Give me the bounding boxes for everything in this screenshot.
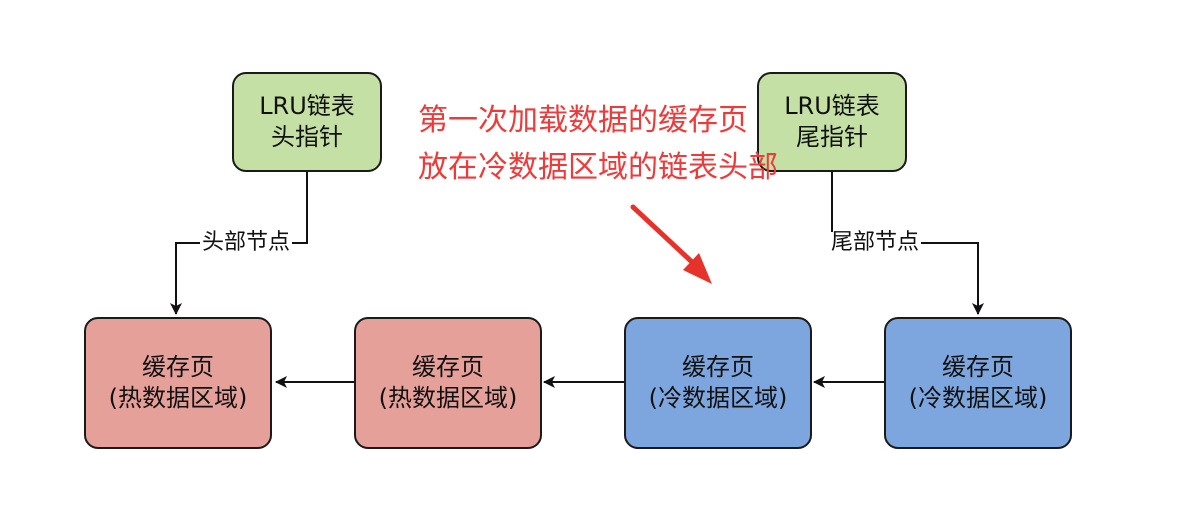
cache-page-title: 缓存页 [942,352,1014,381]
tail-pointer-label-line2: 尾指针 [796,123,868,151]
cache-page-region: (冷数据区域) [648,384,788,412]
tail-pointer-box: LRU链表 尾指针 [757,72,907,172]
tail-pointer-label-line1: LRU链表 [784,91,880,120]
cache-page-region: (热数据区域) [108,384,248,412]
head-pointer-label-line2: 头指针 [271,123,343,151]
cache-page-title: 缓存页 [412,352,484,381]
annotation-arrow-icon [630,204,712,284]
cache-page-title: 缓存页 [142,352,214,381]
annotation-text: 第一次加载数据的缓存页 放在冷数据区域的链表头部 [418,98,778,191]
tail-node-label: 尾部节点 [829,230,922,255]
head-node-label: 头部节点 [200,230,293,255]
cache-page-cold-2: 缓存页 (冷数据区域) [884,317,1072,449]
cache-page-hot-2: 缓存页 (热数据区域) [354,317,542,449]
cache-page-region: (冷数据区域) [908,384,1048,412]
cache-page-hot-1: 缓存页 (热数据区域) [84,317,272,449]
annotation-line2: 放在冷数据区域的链表头部 [418,149,778,185]
annotation-line1: 第一次加载数据的缓存页 [418,103,748,138]
cache-page-title: 缓存页 [682,352,754,381]
head-pointer-box: LRU链表 头指针 [232,72,382,172]
cache-page-cold-1: 缓存页 (冷数据区域) [624,317,812,449]
cache-page-region: (热数据区域) [378,384,518,412]
head-pointer-label-line1: LRU链表 [259,91,355,120]
